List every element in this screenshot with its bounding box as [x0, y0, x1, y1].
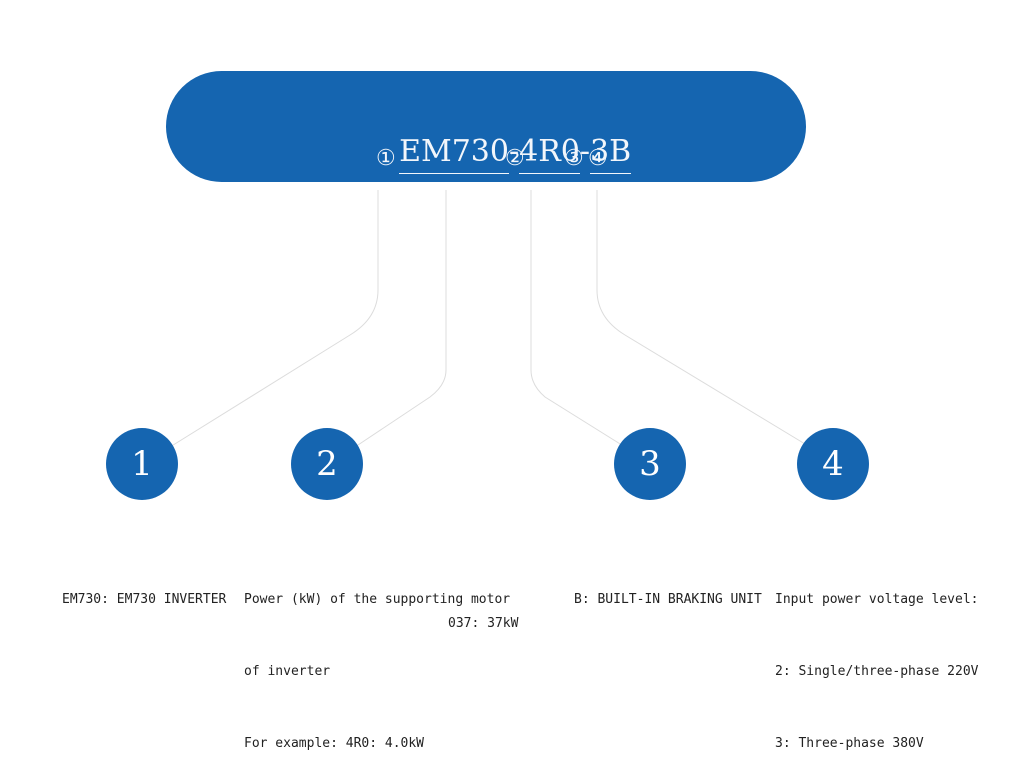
node-4: 4 [797, 428, 869, 500]
marker-4: ④ [588, 146, 608, 171]
model-separator: - [579, 134, 591, 169]
model-code-banner [166, 71, 806, 182]
connector-line-2 [354, 190, 447, 448]
connector-line-3 [530, 190, 626, 448]
model-part-power: 4R0 [519, 132, 580, 174]
description-line: Input power voltage level: [775, 592, 979, 607]
node-2: 2 [291, 428, 363, 500]
node-3: 3 [614, 428, 686, 500]
model-separator: - [508, 134, 520, 169]
description-line: 2: Single/three-phase 220V [775, 664, 979, 679]
description-line: B: BUILT-IN BRAKING UNIT [574, 592, 762, 607]
description-line: Power (kW) of the supporting motor [244, 592, 511, 607]
marker-2: ② [505, 146, 525, 171]
description-2: Power (kW) of the supporting motor of in… [244, 540, 510, 780]
marker-3: ③ [564, 146, 584, 171]
description-line: of inverter [244, 664, 331, 679]
connector-line-4 [596, 190, 811, 448]
description-line: For example: 4R0: 4.0kW [244, 736, 425, 751]
model-part-voltage: 3 [590, 132, 610, 174]
description-4: Input power voltage level: 2: Single/thr… [775, 540, 979, 780]
description-line: 3: Three-phase 380V [775, 736, 924, 751]
description-3: B: BUILT-IN BRAKING UNIT [574, 540, 762, 636]
model-part-series: EM730 [399, 132, 509, 174]
description-1: EM730: EM730 INVERTER [62, 540, 226, 636]
description-2-extra: 037: 37kW [448, 616, 519, 631]
node-1: 1 [106, 428, 178, 500]
description-line: EM730: EM730 INVERTER [62, 592, 227, 607]
model-code: EM730-4R0-3B [380, 92, 632, 174]
model-part-braking: B [609, 132, 632, 174]
connector-lines [169, 190, 811, 448]
marker-1: ① [376, 146, 396, 171]
connector-line-1 [169, 190, 379, 448]
